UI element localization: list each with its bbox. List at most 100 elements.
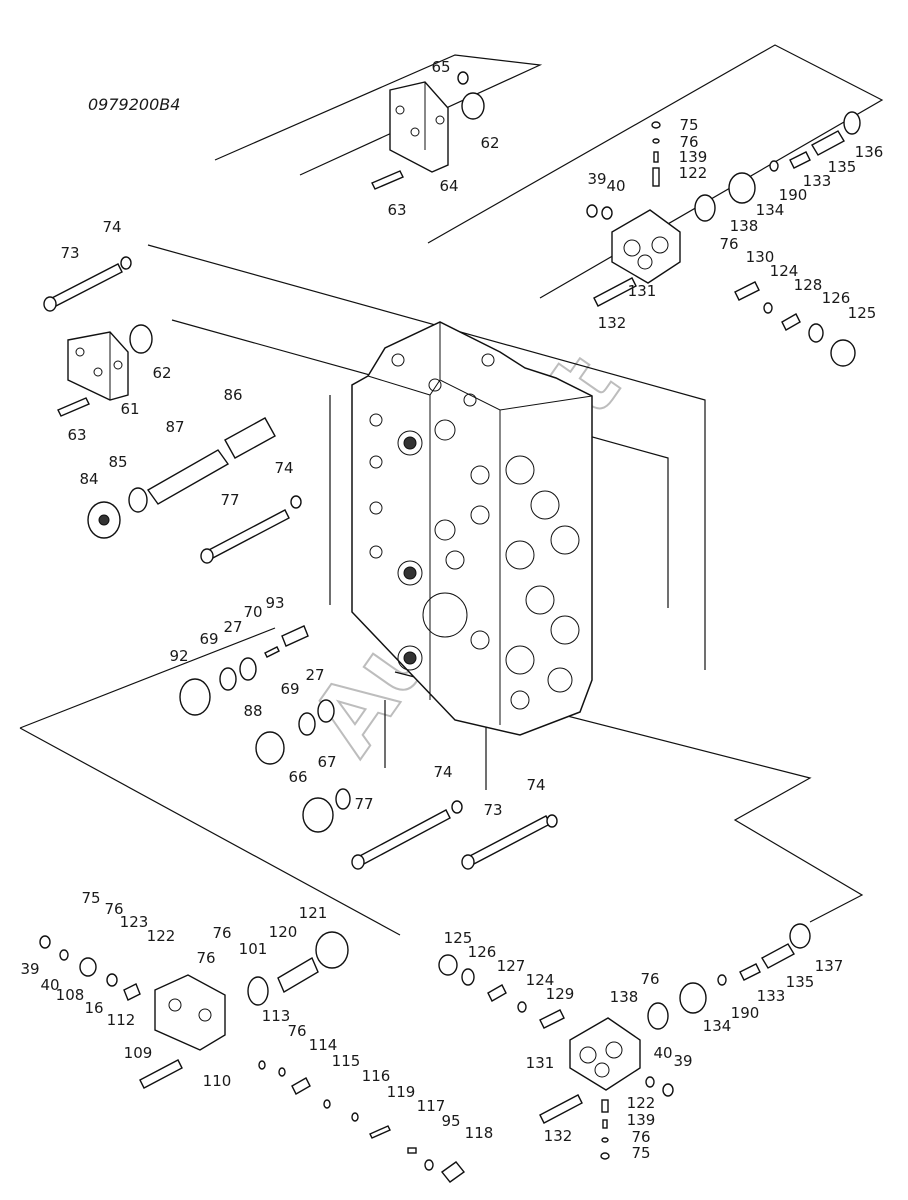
part-callout-39: 39: [673, 1052, 692, 1070]
part-callout-125: 125: [444, 929, 473, 947]
part-callout-190: 190: [779, 186, 808, 204]
part-callout-74: 74: [433, 763, 452, 781]
part-callout-84: 84: [79, 470, 98, 488]
part-callout-132: 132: [544, 1127, 573, 1145]
part-callout-135: 135: [786, 973, 815, 991]
valve-body: [351, 321, 593, 736]
spool-assembly: [87, 417, 276, 539]
part-callout-124: 124: [770, 262, 799, 280]
part-callout-118: 118: [465, 1124, 494, 1142]
part-callout-62: 62: [152, 364, 171, 382]
part-callout-122: 122: [147, 927, 176, 945]
part-callout-134: 134: [703, 1017, 732, 1035]
part-callout-40: 40: [653, 1044, 672, 1062]
part-callout-76: 76: [104, 900, 123, 918]
part-callout-63: 63: [387, 201, 406, 219]
part-callout-112: 112: [107, 1011, 136, 1029]
part-callout-27: 27: [223, 618, 242, 636]
part-callout-128: 128: [794, 276, 823, 294]
part-callout-121: 121: [299, 904, 328, 922]
part-callout-133: 133: [803, 172, 832, 190]
cover-plate-64: [371, 71, 485, 190]
part-callout-125: 125: [848, 304, 877, 322]
part-callout-76: 76: [631, 1128, 650, 1146]
part-callout-122: 122: [679, 164, 708, 182]
part-callout-134: 134: [756, 201, 785, 219]
part-callout-190: 190: [731, 1004, 760, 1022]
part-callout-122: 122: [627, 1094, 656, 1112]
part-callout-93: 93: [265, 594, 284, 612]
part-callout-135: 135: [828, 158, 857, 176]
part-callout-139: 139: [627, 1111, 656, 1129]
part-callout-137: 137: [815, 957, 844, 975]
part-callout-76: 76: [719, 235, 738, 253]
part-callout-66: 66: [288, 768, 307, 786]
part-callout-73: 73: [483, 801, 502, 819]
plug-parts: [179, 625, 351, 833]
part-callout-65: 65: [431, 58, 450, 76]
part-callout-130: 130: [746, 248, 775, 266]
part-callout-76: 76: [212, 924, 231, 942]
part-callout-27: 27: [305, 666, 324, 684]
part-callout-88: 88: [243, 702, 262, 720]
part-callout-115: 115: [332, 1052, 361, 1070]
part-callout-117: 117: [417, 1097, 446, 1115]
part-callout-101: 101: [239, 940, 268, 958]
drawing-code: 0979200B4: [88, 95, 180, 114]
part-callout-77: 77: [354, 795, 373, 813]
part-callout-40: 40: [40, 976, 59, 994]
part-callout-75: 75: [679, 116, 698, 134]
part-callout-61: 61: [120, 400, 139, 418]
part-callout-95: 95: [441, 1112, 460, 1130]
part-callout-120: 120: [269, 923, 298, 941]
part-callout-64: 64: [439, 177, 458, 195]
relief-valve-block-lower: [438, 923, 811, 1160]
part-callout-126: 126: [468, 943, 497, 961]
part-callout-75: 75: [81, 889, 100, 907]
part-callout-76: 76: [640, 970, 659, 988]
part-callout-67: 67: [317, 753, 336, 771]
part-callout-76: 76: [679, 133, 698, 151]
cover-plate-61: [57, 324, 153, 417]
part-callout-132: 132: [598, 314, 627, 332]
part-callout-136: 136: [855, 143, 884, 161]
part-callout-39: 39: [587, 170, 606, 188]
part-callout-76: 76: [196, 949, 215, 967]
part-callout-16: 16: [84, 999, 103, 1017]
part-callout-92: 92: [169, 647, 188, 665]
part-callout-74: 74: [274, 459, 293, 477]
part-callout-131: 131: [526, 1054, 555, 1072]
part-callout-133: 133: [757, 987, 786, 1005]
part-callout-70: 70: [243, 603, 262, 621]
part-callout-110: 110: [203, 1072, 232, 1090]
part-callout-119: 119: [387, 1083, 416, 1101]
part-callout-124: 124: [526, 971, 555, 989]
part-callout-123: 123: [120, 913, 149, 931]
part-callout-138: 138: [610, 988, 639, 1006]
part-callout-114: 114: [309, 1036, 338, 1054]
part-callout-69: 69: [199, 630, 218, 648]
part-callout-87: 87: [165, 418, 184, 436]
part-callout-108: 108: [56, 986, 85, 1004]
tie-bolts: [43, 256, 558, 870]
part-callout-74: 74: [526, 776, 545, 794]
part-callout-139: 139: [679, 148, 708, 166]
part-callout-138: 138: [730, 217, 759, 235]
part-callout-126: 126: [822, 289, 851, 307]
part-callout-39: 39: [20, 960, 39, 978]
valve-block-lower-left: [39, 931, 466, 1183]
part-callout-85: 85: [108, 453, 127, 471]
part-callout-76: 76: [287, 1022, 306, 1040]
part-callout-77: 77: [220, 491, 239, 509]
part-callout-75: 75: [631, 1144, 650, 1162]
part-callout-74: 74: [102, 218, 121, 236]
relief-valve-block-upper: [586, 111, 861, 367]
part-callout-73: 73: [60, 244, 79, 262]
part-callout-131: 131: [628, 282, 657, 300]
part-callout-69: 69: [280, 680, 299, 698]
part-callout-113: 113: [262, 1007, 291, 1025]
part-callout-109: 109: [124, 1044, 153, 1062]
part-callout-86: 86: [223, 386, 242, 404]
